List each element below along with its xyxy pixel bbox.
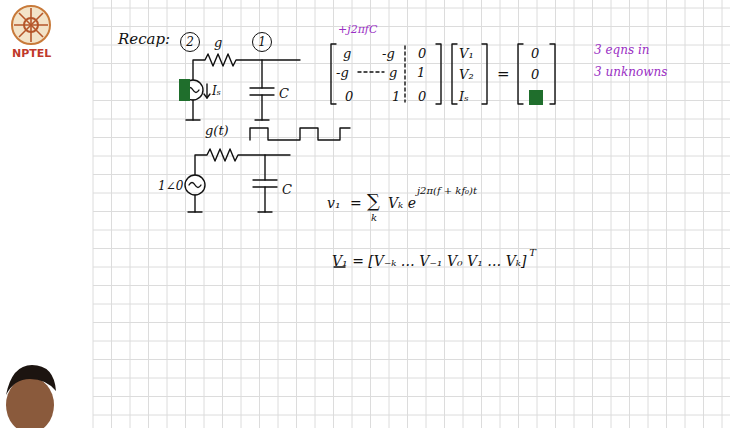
handwritten-label: v₁ [327, 196, 341, 210]
handwritten-label: ∑ [367, 192, 380, 210]
handwritten-label: 0 [345, 90, 353, 103]
handwritten-label: Iₛ [212, 85, 221, 97]
handwritten-label: C [279, 87, 289, 100]
handwritten-label: -g [382, 47, 395, 60]
node-number: 1 [258, 36, 266, 48]
circled-node-number: 2 [180, 32, 200, 52]
handwritten-label: +j2πfC [338, 24, 377, 35]
handwritten-label: g [343, 47, 351, 60]
handwritten-label: C [282, 183, 292, 196]
handwritten-label: 0 [418, 47, 426, 60]
handwritten-label: 1 [392, 90, 400, 103]
handwritten-label: Recap: [118, 32, 170, 47]
handwritten-label: -g [336, 66, 349, 79]
handwritten-label: Vₖ e [388, 196, 416, 210]
handwritten-label: = [350, 196, 362, 210]
handwritten-label: T [529, 248, 536, 258]
node-number: 2 [186, 36, 194, 48]
handwritten-label: Iₛ [459, 90, 469, 103]
handwritten-label: 0 [531, 47, 539, 60]
handwritten-label: g [389, 66, 397, 79]
handwritten-label: 0 [531, 68, 539, 81]
handwritten-label: 3 eqns in [594, 44, 650, 56]
handwritten-label: V₁ [459, 47, 474, 60]
handwritten-label: 0 [418, 90, 426, 103]
handwritten-label: V₂ [459, 68, 474, 81]
handwritten-label: V₁ = [V₋ₖ … V₋₁ V₀ V₁ … Vₖ] [332, 254, 526, 268]
circled-node-number: 1 [252, 32, 272, 52]
handwritten-label: = [497, 67, 510, 82]
handwritten-label: g(t) [205, 124, 229, 137]
handwritten-label: 1 [417, 66, 425, 79]
handwritten-label: k [371, 213, 377, 223]
handwritten-label: g [214, 36, 222, 49]
presenter [6, 365, 56, 428]
handwritten-label: NPTEL [12, 48, 51, 59]
handwritten-label: 1∠0 [158, 180, 183, 192]
logo [12, 6, 50, 44]
handwritten-label: j2π(f + kf₀)t [417, 186, 477, 196]
handwritten-label: 3 unknowns [594, 66, 667, 78]
